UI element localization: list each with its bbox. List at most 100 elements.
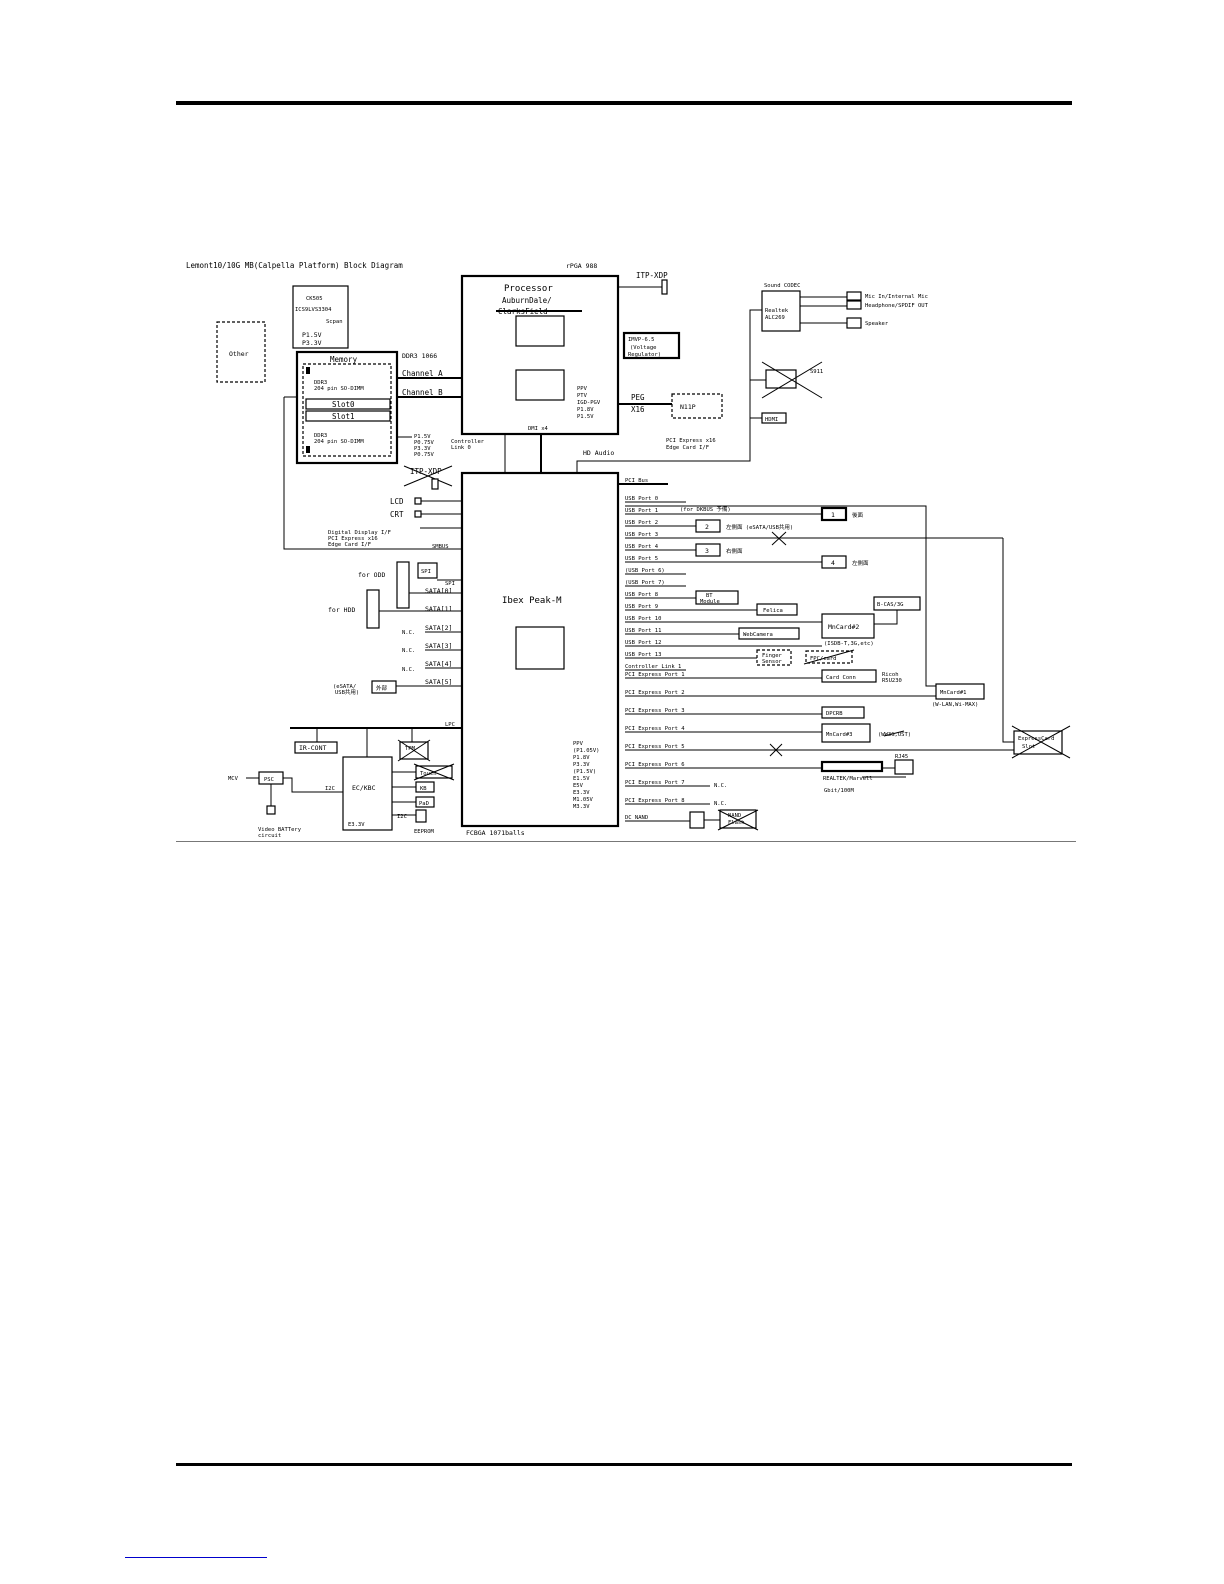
esata-1: USB共用): [335, 688, 359, 696]
other-box: [216, 321, 266, 383]
pcie-nc8: N.C.: [714, 801, 727, 807]
gpu-name: N11P: [680, 403, 696, 411]
footer-link-underline[interactable]: [125, 1557, 267, 1558]
usb-ext-1-note: 後面: [852, 511, 864, 519]
minicard1-note: (W-LAN,Wi-MAX): [932, 702, 978, 708]
s911-label: S911: [810, 369, 823, 375]
usb-port-3: USB Port 3: [625, 532, 658, 538]
gpu-bus-0: PCI Express x16: [666, 438, 716, 444]
pcie-port-8: PCI Express Port 8: [625, 798, 685, 804]
dpcrb-box: [821, 706, 865, 719]
audio-codec-1: ALC269: [765, 315, 785, 321]
nc-0: N.C.: [402, 630, 415, 636]
usb-port-6: (USB Port 6): [625, 568, 665, 574]
lan-chip: [820, 760, 884, 773]
memory-title: Memory: [330, 355, 358, 364]
sata-0: SATA[0]: [425, 587, 452, 595]
usb-port-9: USB Port 9: [625, 604, 658, 610]
memory-power-0: P1.5V: [414, 434, 431, 440]
for-odd-label: for ODD: [358, 571, 385, 579]
pcie-nc7: N.C.: [714, 783, 727, 789]
sound-codec-title: Sound CODEC: [764, 283, 800, 289]
ec-label: EC/KBC: [352, 784, 376, 792]
slot1-line2: 204 pin SO-DIMM: [314, 439, 364, 445]
itp-xdp-struck: ITP-XDP: [410, 467, 442, 476]
slot0-line2: 204 pin SO-DIMM: [314, 386, 364, 392]
usb-port-13: USB Port 13: [625, 652, 661, 658]
ricoh-1: R5U230: [882, 678, 902, 684]
nand-0: NAND: [728, 813, 741, 819]
processor-title: Processor: [504, 284, 553, 294]
spi-label: SPI: [421, 569, 431, 575]
pch-name: Ibex Peak-M: [502, 596, 562, 606]
cpu-power-0: PPV: [577, 386, 588, 392]
pch-power-3: P3.3V: [573, 762, 590, 768]
usb-port-7: (USB Port 7): [625, 580, 665, 586]
kb-label: KB: [420, 786, 427, 792]
display-if-1: PCI Express x16: [328, 536, 378, 542]
cpu-power-3: P1.8V: [577, 407, 594, 413]
imvp-line-0: IMVP-6.5: [628, 337, 655, 343]
sata-1: SATA[1]: [425, 605, 452, 613]
minicard3-box: [821, 723, 871, 743]
pch-power-8: M1.05V: [573, 797, 594, 803]
hd-audio-label: HD Audio: [583, 449, 614, 457]
smbus-label: SMBUS: [432, 544, 449, 550]
memory-power-1: P0.75V: [414, 440, 435, 446]
usb-ext-3-note: 右側面: [726, 547, 743, 555]
audio-codec-0: Realtek: [765, 308, 789, 314]
pch-power-0: PPV: [573, 741, 584, 747]
dmi-label: DMI x4: [528, 426, 549, 432]
lcd-label: LCD: [390, 497, 404, 506]
for-hdd-label: for HDD: [328, 606, 355, 614]
peg-width: X16: [631, 405, 645, 414]
rj45-box: [894, 759, 914, 775]
minicard2-box: [821, 613, 875, 639]
pci-bus-label: PCI Bus: [625, 478, 648, 484]
header-rule: [176, 101, 1072, 105]
slot1-line1: DDR3: [314, 433, 327, 439]
imvp-box: [622, 331, 681, 360]
bt-module-box: [695, 590, 739, 605]
card-conn-box: [821, 669, 877, 683]
card-conn-label: Card Conn: [826, 675, 856, 681]
other-label: Other: [229, 350, 249, 358]
pad-label: PaD: [419, 801, 429, 807]
bcas-label: B-CAS/3G: [877, 602, 904, 608]
usb-ext-2-label: 2: [705, 523, 709, 531]
clock-power-1: P3.3V: [302, 339, 322, 347]
pch-power-7: E3.3V: [573, 790, 590, 796]
usb-ext-2: [695, 519, 721, 533]
usb-port-4: USB Port 4: [625, 544, 659, 550]
nc-2: N.C.: [402, 667, 415, 673]
battery-1: circuit: [258, 833, 281, 839]
minicard3-label: MnCard#3: [826, 732, 853, 738]
peg-label: PEG: [631, 393, 645, 402]
felica-label: Felica: [763, 608, 783, 614]
usb-ext-4-note: 左側面: [852, 559, 869, 567]
bt-0: BT: [706, 593, 713, 599]
audio-out-1: Headphone/SPDIF OUT: [865, 303, 929, 309]
itp-xdp-label: ITP-XDP: [636, 271, 668, 280]
i2c-label: I2C: [325, 786, 335, 792]
clock-power-0: P1.5V: [302, 331, 322, 339]
clock-line-1: ICS9LVS3304: [295, 307, 332, 313]
sata-3: SATA[3]: [425, 642, 452, 650]
crt-label: CRT: [390, 510, 404, 519]
usb-ext-4: [821, 555, 847, 569]
i2c2-label: I2C: [397, 814, 407, 820]
finger-1: Sensor: [762, 659, 783, 665]
nand-flash-box: [719, 809, 757, 829]
usb-port-0: USB Port 0: [625, 496, 658, 502]
pcie-ports: PCI Express Port 1 PCI Express Port 2 PC…: [625, 672, 1014, 807]
webcam-label: WebCamera: [743, 632, 773, 638]
channel-b-label: Channel B: [402, 388, 443, 397]
psc-label: PSC: [264, 777, 274, 783]
usb-ext-1-label: 1: [831, 511, 835, 519]
pch-power-4: (P1.5V): [573, 769, 596, 775]
footer-rule: [176, 1463, 1072, 1466]
usb-ext-2-note: 左側面 (eSATA/USB共用): [726, 523, 793, 531]
imvp-line-2: Regulator): [628, 352, 661, 358]
mcv-label: MCV: [228, 776, 239, 782]
dpcrb-label: DPCRB: [826, 711, 843, 717]
